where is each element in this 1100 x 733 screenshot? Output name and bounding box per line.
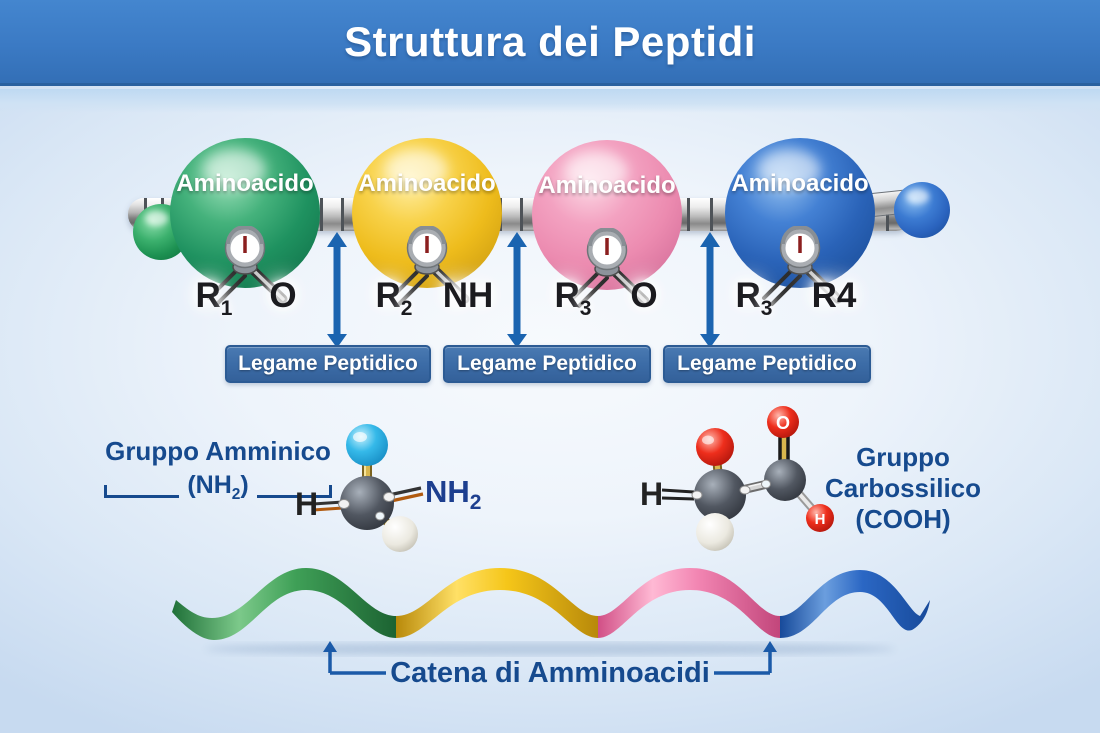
caption-arrow-left-icon: [323, 641, 337, 652]
rod-coupler: [320, 198, 344, 231]
peptide-bond-arrow-icon: [700, 232, 720, 348]
bond-h: [312, 500, 344, 506]
caption-arrow-right-icon: [763, 641, 777, 652]
h-atom-label: H: [295, 486, 318, 522]
ribbon-segment-pink: [598, 568, 780, 638]
bond-clamp-icon: [762, 226, 843, 306]
bond-clamp-icon: [207, 226, 288, 306]
oxygen-atom-red: [767, 406, 799, 438]
bond-h-double: [661, 488, 695, 494]
carboxyl-group-title-line2: Carbossilico: [824, 473, 982, 503]
carboxyl-group-molecule: H O H: [640, 406, 834, 551]
atom-label: O: [630, 276, 658, 315]
peptide-bond-label-1: Legame Peptidico: [225, 345, 431, 383]
bond-clamp-icon: [569, 228, 650, 308]
amino-acid-label: Aminoacido: [538, 172, 676, 199]
hydrogen-atom-white: [382, 516, 418, 552]
hydrogen-atom-white: [696, 513, 734, 551]
hydroxyl-atom-red: [806, 504, 834, 532]
ribbon-segment-blue: [780, 570, 930, 638]
nitrogen-atom-cyan: [346, 424, 388, 466]
ribbon-segment-green: [172, 568, 396, 640]
page-title: Struttura dei Peptidi: [344, 17, 756, 65]
amino-acid-label: Aminoacido: [731, 170, 869, 197]
r-group-label: R3: [554, 276, 592, 320]
r-group-label: R4: [811, 276, 857, 315]
amino-group-formula: (NH2): [187, 471, 249, 503]
amino-group-formula-row: (NH2): [98, 471, 338, 504]
carbon-atom: [694, 469, 746, 521]
carboxyl-group-title-line1: Gruppo: [856, 442, 950, 472]
bond-nh2: [388, 486, 422, 497]
amino-group-molecule: H NH2: [295, 424, 481, 552]
amino-group-label-block: Gruppo Amminico (NH2): [98, 436, 338, 504]
r-group-label: R1: [195, 276, 233, 320]
peptide-bond-label-2: Legame Peptidico: [443, 345, 651, 383]
h-atom-label: H: [815, 511, 826, 528]
r-group-label: R2: [375, 276, 413, 320]
bracket-right-icon: [256, 485, 333, 498]
title-banner: Struttura dei Peptidi: [0, 0, 1100, 86]
amino-group-title: Gruppo Amminico: [105, 436, 331, 466]
rod-coupler: [499, 198, 523, 231]
nh2-label: NH2: [425, 474, 481, 514]
banner-light-strip: [0, 89, 1100, 113]
ribbon-segment-yellow: [396, 568, 598, 638]
bracket-left-icon: [104, 485, 180, 498]
chain-caption-group: Catena di Amminoacidi: [323, 641, 777, 686]
o-atom-label: O: [776, 413, 790, 433]
carbon-atom: [764, 459, 806, 501]
carboxyl-group-formula: (COOH): [855, 504, 951, 534]
atom-label: NH: [442, 276, 494, 315]
amino-acid-chain-ribbon: [172, 568, 930, 656]
peptide-bond-arrow-icon: [507, 232, 527, 348]
bond-clamp-icon: [389, 226, 470, 306]
terminal-ball-blue: [894, 182, 950, 238]
amino-acid-sphere-2: Aminoacido: [352, 138, 502, 288]
r-group-label: R3: [735, 276, 773, 320]
carboxyl-group-label-block: Gruppo Carbossilico (COOH): [818, 442, 988, 535]
oxygen-atom-red: [696, 428, 734, 466]
ribbon-shadow: [205, 642, 895, 656]
peptide-bond-label-3: Legame Peptidico: [663, 345, 871, 383]
amino-acid-label: Aminoacido: [358, 170, 496, 197]
chain-caption: Catena di Amminoacidi: [390, 657, 710, 686]
peptide-bond-arrow-icon: [327, 232, 347, 348]
rod-coupler: [687, 198, 713, 231]
h-atom-label: H: [640, 476, 663, 512]
amino-acid-label: Aminoacido: [176, 170, 314, 197]
atom-label: O: [269, 276, 297, 315]
